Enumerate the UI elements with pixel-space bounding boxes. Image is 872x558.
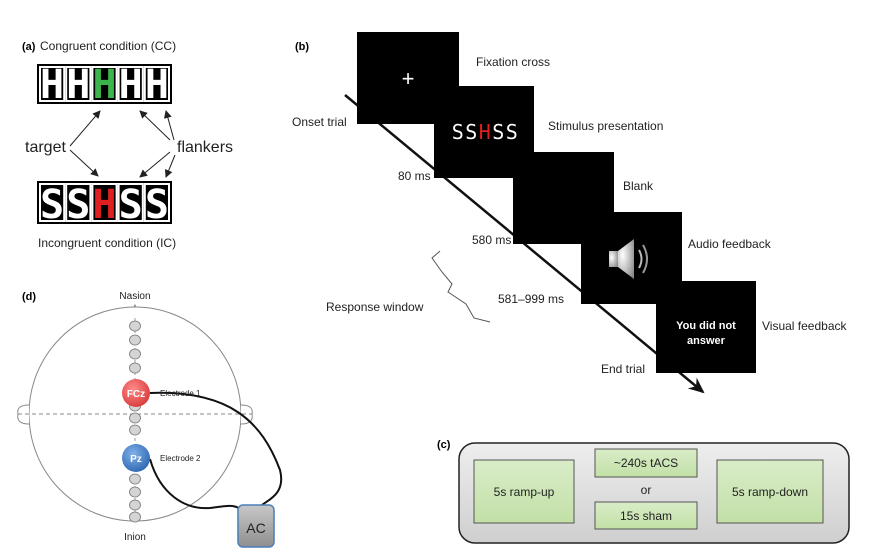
time-581-999ms: 581–999 ms [498, 292, 564, 306]
trial-stimulus-letter-2: H [479, 120, 491, 144]
arrow-flanker-down-2 [164, 154, 176, 178]
pz-electrode [122, 444, 150, 472]
fcz-label: FCz [127, 389, 145, 400]
or-label: or [641, 483, 652, 497]
fixation-cross: + [402, 66, 415, 91]
panel-d-label: (d) [22, 291, 36, 303]
midline-electrode [129, 334, 141, 346]
visual-feedback-screen [656, 281, 756, 373]
sham-label: 15s sham [620, 509, 672, 523]
ramp-down-label: 5s ramp-down [732, 485, 808, 499]
incongruent-cell-4 [143, 183, 171, 222]
midline-electrode [129, 412, 141, 424]
congruent-cell-0 [39, 66, 66, 102]
audio-label: Audio feedback [688, 237, 772, 251]
midline-electrode [129, 424, 141, 436]
congruent-stimulus-box [37, 64, 172, 104]
tacs-label: ~240s tACS [614, 456, 678, 470]
trial-stimulus-letter-4: S [506, 120, 518, 144]
panel-b-label: (b) [295, 41, 309, 53]
fixation-label: Fixation cross [476, 55, 550, 69]
trial-stimulus-letter-3: S [492, 120, 504, 144]
incongruent-title: Incongruent condition (IC) [38, 236, 176, 250]
electrode-2-label: Electrode 2 [160, 454, 201, 463]
arrow-flanker-up-1 [139, 110, 171, 141]
midline-electrode [129, 473, 141, 485]
incongruent-letter-2: H [92, 182, 116, 228]
incongruent-cell-2 [91, 183, 118, 222]
congruent-cell-4 [143, 66, 171, 102]
target-label: target [25, 139, 66, 156]
stimulus-label: Stimulus presentation [548, 119, 663, 133]
pz-label: Pz [130, 454, 142, 465]
trial-stimulus-letter-0: S [452, 120, 464, 144]
end-trial-label: End trial [601, 362, 645, 376]
midline-electrode [129, 486, 141, 498]
electrode-grid [129, 320, 141, 523]
speaker-icon [609, 239, 648, 279]
cable-electrode-1 [149, 391, 283, 506]
ramp-up-box [473, 459, 575, 524]
blank-label: Blank [623, 179, 654, 193]
incongruent-stimulus-box [37, 181, 172, 224]
onset-trial-label: Onset trial [292, 115, 347, 129]
panel-a-label: (a) [22, 41, 36, 53]
congruent-title: Congruent condition (CC) [40, 39, 176, 53]
congruent-cell-2 [91, 66, 118, 102]
congruent-cell-1 [65, 66, 92, 102]
panel-c: (c) 5s ramp-up ~240s tACS or 15s sham 5s… [437, 439, 850, 544]
incongruent-cell-0 [39, 183, 66, 222]
incongruent-letter-0: S [40, 182, 64, 228]
congruent-cell-3 [117, 66, 144, 102]
midline-electrode [129, 511, 141, 523]
visual-message-line-1: You did not [676, 320, 736, 332]
panel-d: (d) Nasion FCz Electrode 1 Pz Electrode … [17, 291, 283, 548]
visual-message-line-2: answer [687, 335, 726, 347]
midline-electrode [129, 362, 141, 374]
flankers-label: flankers [177, 139, 233, 156]
sham-box [594, 501, 698, 530]
incongruent-letter-1: S [66, 182, 90, 228]
trial-stimulus-letter-1: S [465, 120, 477, 144]
fcz-electrode [122, 379, 150, 407]
incongruent-cell-1 [65, 183, 92, 222]
cable-electrode-2 [149, 458, 241, 510]
ac-stimulator [237, 504, 275, 548]
inion-label: Inion [124, 532, 146, 543]
congruent-letter-1: H [66, 62, 90, 108]
ac-label: AC [246, 520, 265, 536]
arrow-flanker-up-2 [164, 110, 175, 141]
annotation-arrows [69, 110, 176, 178]
response-window-bracket [431, 250, 491, 323]
time-580ms: 580 ms [472, 233, 511, 247]
incongruent-cell-3 [117, 183, 144, 222]
midline-electrode [129, 320, 141, 332]
congruent-letter-2: H [92, 62, 116, 108]
panel-c-label: (c) [437, 439, 451, 451]
congruent-letter-4: H [145, 62, 169, 108]
arrow-target-up [69, 110, 101, 147]
time-80ms: 80 ms [398, 169, 431, 183]
tacs-box [594, 448, 698, 478]
midline-electrode [129, 348, 141, 360]
congruent-letter-0: H [40, 62, 64, 108]
nasion-label: Nasion [119, 291, 150, 302]
incongruent-letter-3: S [119, 182, 143, 228]
electrode-1-label: Electrode 1 [160, 389, 201, 398]
incongruent-letter-4: S [145, 182, 169, 228]
midline-electrode [129, 499, 141, 511]
arrow-flanker-down-1 [139, 151, 171, 178]
congruent-letter-3: H [119, 62, 143, 108]
arrow-target-down [69, 149, 99, 177]
response-window-label: Response window [326, 300, 424, 314]
ramp-up-label: 5s ramp-up [494, 485, 555, 499]
visual-label: Visual feedback [762, 319, 848, 333]
ramp-down-box [716, 459, 824, 524]
